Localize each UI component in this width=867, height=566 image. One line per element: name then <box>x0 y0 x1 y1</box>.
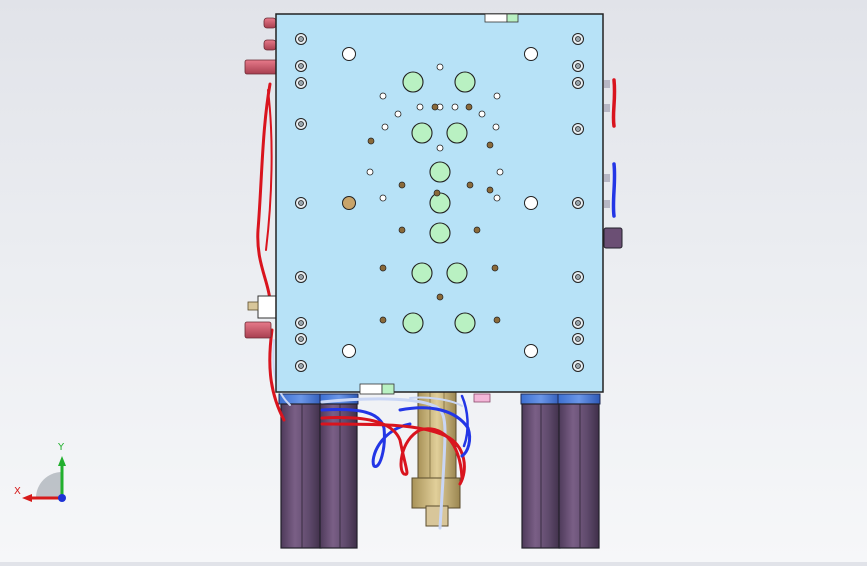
screw-hole-core <box>298 63 304 69</box>
cavity-hole <box>454 312 476 334</box>
vent-hole <box>381 123 389 131</box>
screw-hole-core <box>298 336 304 342</box>
guide-pin-hole <box>342 344 356 358</box>
cavity-hole <box>429 222 451 244</box>
cavity-hole <box>402 312 424 334</box>
cooling-hole <box>491 264 499 272</box>
screw-hole-core <box>575 274 581 280</box>
cooling-hole <box>379 264 387 272</box>
cooling-hole <box>367 137 375 145</box>
screw-hole-core <box>298 274 304 280</box>
vent-hole <box>478 110 486 118</box>
screw-hole-core <box>298 363 304 369</box>
cooling-hole <box>465 103 473 111</box>
right-cylinder-group[interactable] <box>520 393 601 549</box>
cavity-hole <box>454 71 476 93</box>
cavity-hole <box>411 262 433 284</box>
cavity-hole <box>429 161 451 183</box>
vent-hole <box>493 92 501 100</box>
triad-graphic <box>22 456 66 502</box>
screw-hole-core <box>298 121 304 127</box>
vent-hole <box>416 103 424 111</box>
vent-hole <box>451 103 459 111</box>
right-side-hoses[interactable] <box>611 78 617 218</box>
screw-hole-core <box>298 320 304 326</box>
cavity-hole <box>411 122 433 144</box>
vent-hole <box>379 194 387 202</box>
screw-hole-core <box>575 200 581 206</box>
vent-hole <box>379 92 387 100</box>
cooling-hole <box>433 189 441 197</box>
cavity-hole <box>429 192 451 214</box>
screw-hole-core <box>575 80 581 86</box>
bottom-hose-bundle[interactable] <box>320 394 472 530</box>
cavity-hole <box>446 262 468 284</box>
vent-hole <box>493 194 501 202</box>
right-fittings[interactable] <box>603 80 623 249</box>
cooling-hole <box>466 181 474 189</box>
screw-hole-core <box>575 126 581 132</box>
left-cylinder-group[interactable] <box>278 393 359 549</box>
cooling-hole <box>473 226 481 234</box>
cooling-hole <box>431 103 439 111</box>
screw-hole-core <box>298 80 304 86</box>
cavity-hole <box>402 71 424 93</box>
vent-hole <box>496 168 504 176</box>
vent-hole <box>394 110 402 118</box>
vent-hole <box>436 63 444 71</box>
y-axis-label: Y <box>58 442 65 453</box>
left-side-hoses[interactable] <box>256 82 291 422</box>
guide-pin-hole <box>524 47 538 61</box>
screw-hole-core <box>575 36 581 42</box>
z-axis-dot <box>58 494 66 502</box>
cooling-hole <box>398 226 406 234</box>
guide-pin-hole <box>524 196 538 210</box>
cooling-hole <box>493 316 501 324</box>
plate-holes <box>295 33 584 372</box>
screw-hole-core <box>575 363 581 369</box>
screw-hole-core <box>575 63 581 69</box>
cooling-hole <box>486 141 494 149</box>
screw-hole-core <box>575 336 581 342</box>
vent-hole <box>366 168 374 176</box>
guide-pin-hole <box>342 196 356 210</box>
screw-hole-core <box>298 36 304 42</box>
cavity-hole <box>446 122 468 144</box>
guide-pin-hole <box>342 47 356 61</box>
cooling-hole <box>486 186 494 194</box>
guide-pin-hole <box>524 344 538 358</box>
plate-tags <box>359 13 519 395</box>
cooling-hole <box>436 293 444 301</box>
vent-hole <box>492 123 500 131</box>
x-axis-label: X <box>14 486 21 497</box>
cooling-hole <box>379 316 387 324</box>
screw-hole-core <box>575 320 581 326</box>
vent-hole <box>436 144 444 152</box>
cooling-hole <box>398 181 406 189</box>
coordinate-triad: Y X <box>14 440 74 510</box>
left-fittings[interactable] <box>244 17 279 339</box>
screw-hole-core <box>298 200 304 206</box>
